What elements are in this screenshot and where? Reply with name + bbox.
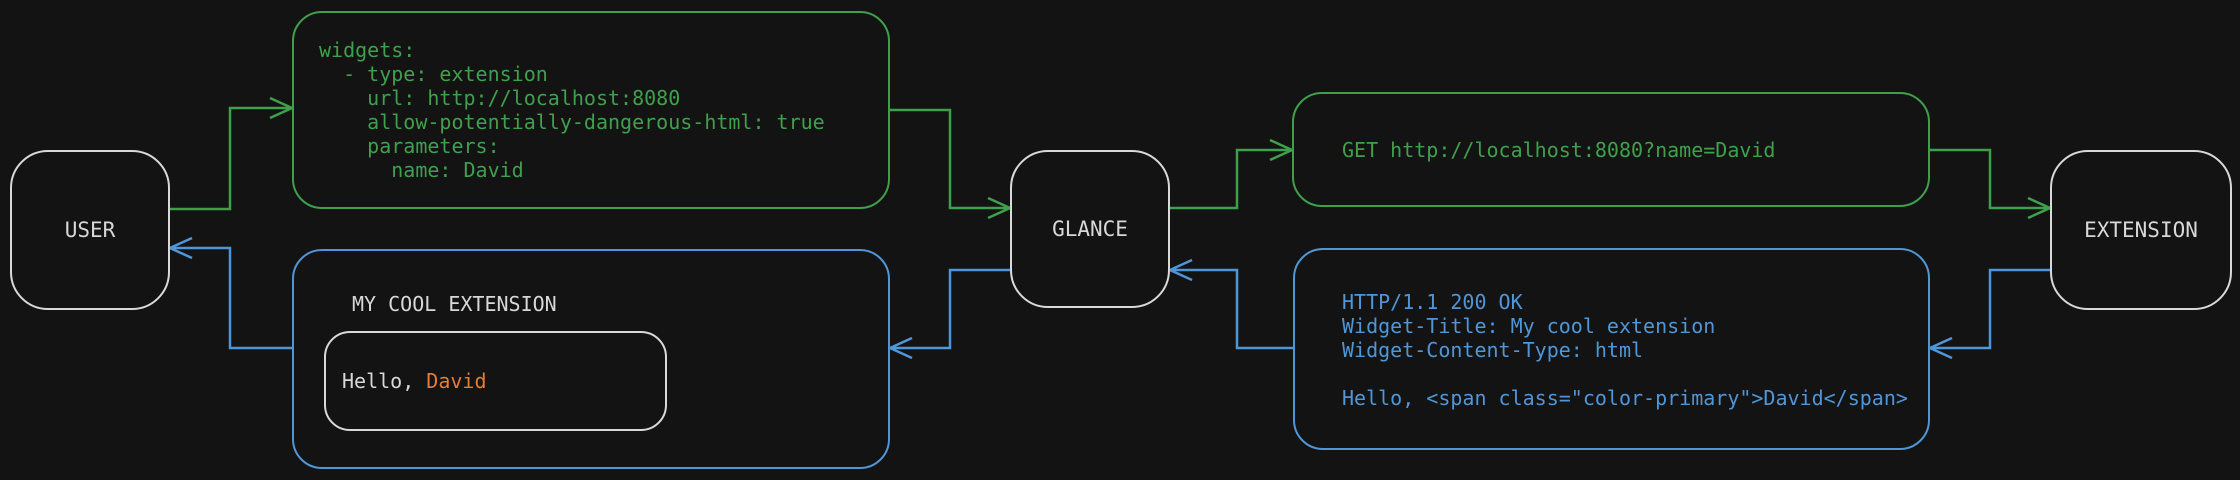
arrow-response-to-glance (1166, 258, 1293, 350)
user-node-label: USER (64, 218, 116, 242)
widget-preview-box: Hello, David (324, 331, 667, 431)
arrow-extension-to-response (1926, 268, 2050, 360)
glance-node-label: GLANCE (1052, 217, 1128, 241)
config-yaml-code: widgets: - type: extension url: http://l… (319, 38, 825, 182)
user-node: USER (10, 150, 170, 310)
greeting-prefix: Hello, (342, 369, 427, 393)
greeting-name: David (426, 369, 487, 393)
widget-render-box: MY COOL EXTENSION Hello, David (292, 249, 890, 469)
arrow-user-to-config (170, 96, 296, 211)
arrow-glance-to-widget (886, 268, 1010, 360)
http-response-code: HTTP/1.1 200 OK Widget-Title: My cool ex… (1342, 290, 1908, 410)
get-request-code: GET http://localhost:8080?name=David (1342, 137, 1776, 162)
arrow-glance-to-request (1170, 138, 1296, 210)
config-yaml-box: widgets: - type: extension url: http://l… (292, 11, 890, 209)
arrow-config-to-glance (890, 108, 1014, 220)
http-response-box: HTTP/1.1 200 OK Widget-Title: My cool ex… (1293, 248, 1930, 450)
arrow-widget-to-user (166, 236, 292, 350)
extension-node-label: EXTENSION (2084, 218, 2198, 242)
get-request-box: GET http://localhost:8080?name=David (1292, 92, 1930, 207)
arrow-request-to-extension (1930, 148, 2054, 220)
glance-node: GLANCE (1010, 150, 1170, 308)
widget-title: MY COOL EXTENSION (352, 292, 557, 316)
extension-node: EXTENSION (2050, 150, 2232, 310)
